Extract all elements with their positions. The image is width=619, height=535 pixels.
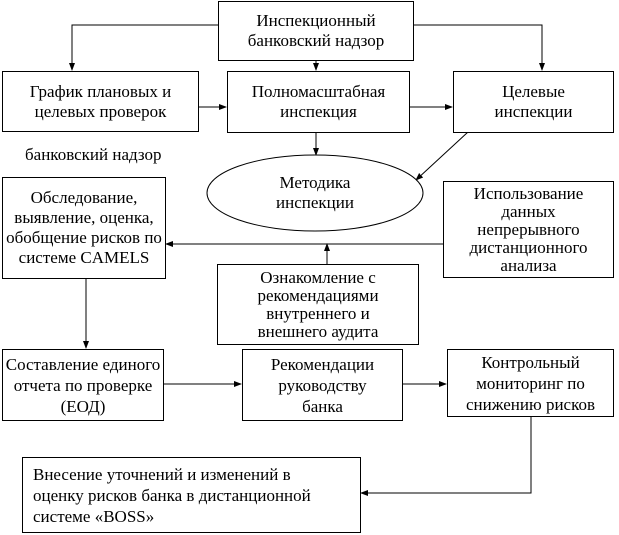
node-text-line: инспекция [280, 102, 357, 121]
node-text-line: снижению рисков [465, 394, 596, 414]
node-text-line: выявление, оценка, [14, 208, 154, 227]
node-inspection-supervision: Инспекционный банковский надзор [218, 1, 414, 61]
loose-label: банковский надзор [25, 145, 162, 164]
node-text-line: рекомендациями [257, 285, 379, 305]
arrow-monitoring-to-boss [360, 416, 532, 496]
node-text-line: системе CAMELS [18, 248, 150, 267]
node-text-line: Ознакомление с [260, 267, 376, 287]
node-text-line: банка [302, 396, 343, 416]
node-text-line: анализа [500, 255, 557, 275]
node-remote-analysis: Использование данных непрерывного дистан… [443, 181, 614, 278]
node-text-line: банковский надзор [247, 31, 385, 50]
node-text-line: Использование [473, 183, 584, 203]
methodology-ellipse [206, 154, 424, 232]
node-text-line: (ЕОД) [60, 396, 106, 416]
node-text-line: внешнего аудита [257, 321, 379, 341]
node-text-line: Инспекционный [256, 11, 376, 30]
node-examination: Обследование, выявление, оценка, обобщен… [2, 177, 166, 279]
node-text-line: инспекции [494, 102, 573, 121]
node-text-line: Обследование, [30, 188, 138, 207]
node-report: Составление единого отчета по проверке (… [2, 349, 164, 421]
node-methodology: Методика инспекции [207, 155, 423, 231]
node-text-line: обобщение рисков по [6, 228, 162, 247]
node-text-line: мониторинг по [476, 373, 585, 393]
node-audit-review: Ознакомление с рекомендациями внутреннег… [217, 264, 419, 345]
node-text-line: инспекции [276, 193, 354, 212]
node-schedule: График плановых и целевых проверок [2, 71, 199, 132]
node-text-line: непрерывного [477, 219, 580, 239]
node-text-line: Внесение уточнений и изменений в [33, 464, 291, 484]
node-text-line: Рекомендации [270, 354, 375, 374]
node-text-line: Методика [279, 173, 351, 192]
node-text-line: внутреннего и [266, 303, 370, 323]
node-text-line: системе «BOSS» [33, 506, 155, 526]
node-text-line: дистанционного [469, 237, 588, 257]
node-full-inspection: Полномасштабная инспекция [227, 71, 410, 133]
node-text-line: Целевые [502, 82, 565, 101]
node-text-line: данных [501, 201, 556, 221]
node-text-line: График плановых и [29, 81, 172, 101]
node-text-line: целевых проверок [34, 101, 167, 121]
node-monitoring: Контрольный мониторинг по снижению риско… [447, 349, 614, 417]
arrow-target-to-methodology [415, 131, 469, 181]
node-text-line: руководству [278, 375, 367, 395]
node-boss-update: Внесение уточнений и изменений в оценку … [22, 457, 361, 533]
node-text-line: Полномасштабная [251, 82, 386, 101]
node-text-line: отчета по проверке [13, 375, 153, 395]
node-target-inspections: Целевые инспекции [453, 71, 614, 133]
arrow-top-to-schedule [69, 24, 218, 71]
node-text-line: Контрольный [481, 352, 580, 372]
node-recommendations: Рекомендации руководству банка [242, 349, 403, 421]
node-text-line: Составление единого [5, 354, 161, 374]
node-text-line: оценку рисков банка в дистанционной [33, 485, 311, 505]
arrow-top-to-target-inspections [413, 24, 545, 71]
